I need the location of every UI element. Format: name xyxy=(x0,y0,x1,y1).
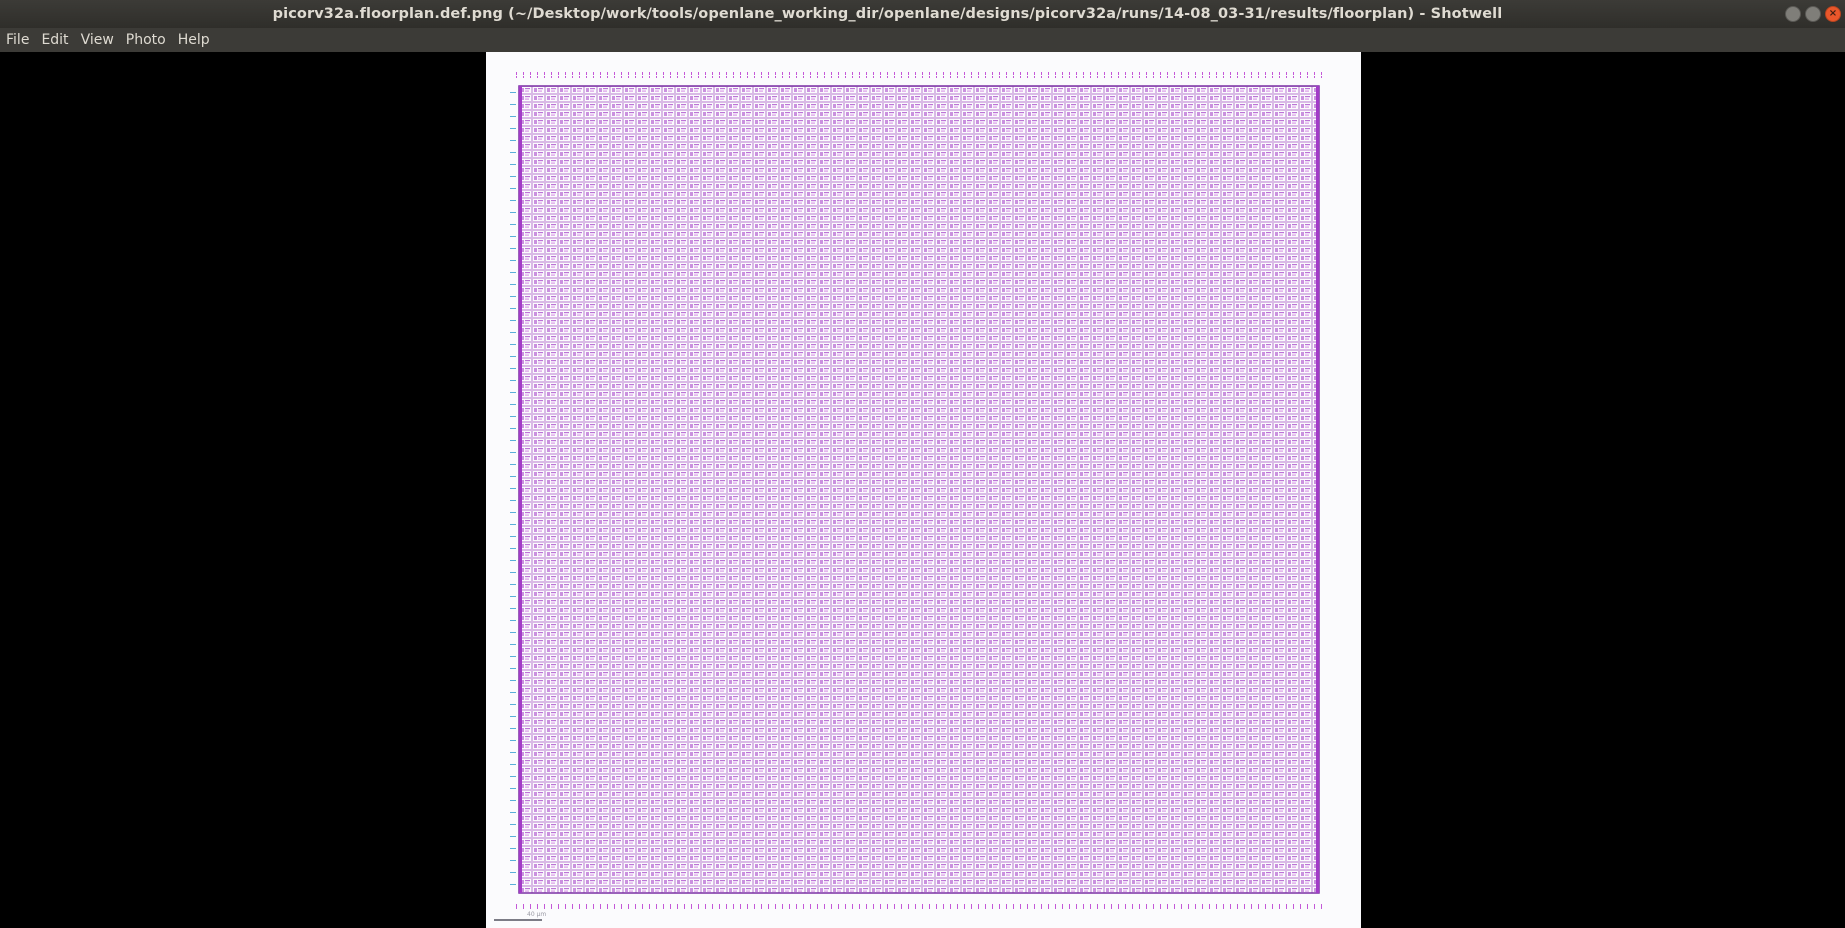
left-pin-tick xyxy=(510,404,516,405)
left-pin-tick xyxy=(510,800,516,801)
left-pin-tick xyxy=(510,836,516,837)
menu-help[interactable]: Help xyxy=(177,32,210,48)
left-pin-tick xyxy=(510,428,516,429)
menu-view[interactable]: View xyxy=(80,32,114,48)
left-pin-tick xyxy=(510,308,516,309)
left-pin-tick xyxy=(510,464,516,465)
left-pin-tick xyxy=(510,260,516,261)
left-pin-tick xyxy=(510,608,516,609)
left-pin-tick xyxy=(510,320,516,321)
left-pin-tick xyxy=(510,92,516,93)
left-pin-tick xyxy=(510,704,516,705)
left-pin-tick xyxy=(510,536,516,537)
floorplan-image[interactable]: 40 µm xyxy=(486,52,1361,928)
title-bar[interactable]: picorv32a.floorplan.def.png (~/Desktop/w… xyxy=(0,0,1845,28)
left-pin-tick xyxy=(510,440,516,441)
left-pin-tick xyxy=(510,224,516,225)
left-pin-tick xyxy=(510,644,516,645)
left-pin-tick xyxy=(510,356,516,357)
left-pin-tick xyxy=(510,572,516,573)
left-pin-tick xyxy=(510,620,516,621)
right-power-strap xyxy=(1316,86,1319,893)
left-pin-tick xyxy=(510,116,516,117)
core-area xyxy=(519,86,1319,893)
left-pin-tick xyxy=(510,500,516,501)
left-pin-tick xyxy=(510,236,516,237)
left-pin-tick xyxy=(510,560,516,561)
left-pin-tick xyxy=(510,764,516,765)
left-pin-tick xyxy=(510,848,516,849)
left-pin-tick xyxy=(510,548,516,549)
bottom-pin-row xyxy=(514,903,1324,909)
left-pin-tick xyxy=(510,344,516,345)
left-pin-tick xyxy=(510,752,516,753)
maximize-icon[interactable] xyxy=(1805,6,1821,22)
left-pin-tick xyxy=(510,680,516,681)
left-pin-tick xyxy=(510,152,516,153)
left-pin-tick xyxy=(510,812,516,813)
minimize-icon[interactable] xyxy=(1785,6,1801,22)
left-pin-tick xyxy=(510,416,516,417)
left-pin-tick xyxy=(510,200,516,201)
left-pin-tick xyxy=(510,884,516,885)
left-pin-tick xyxy=(510,824,516,825)
window-controls: × xyxy=(1785,6,1841,22)
left-pin-tick xyxy=(510,164,516,165)
close-icon[interactable]: × xyxy=(1825,6,1841,22)
left-pin-tick xyxy=(510,656,516,657)
left-pin-tick xyxy=(510,692,516,693)
left-pin-tick xyxy=(510,788,516,789)
left-pin-tick xyxy=(510,716,516,717)
left-pin-tick xyxy=(510,776,516,777)
left-pin-tick xyxy=(510,332,516,333)
left-pin-tick xyxy=(510,860,516,861)
left-pin-tick xyxy=(510,596,516,597)
left-pin-tick xyxy=(510,296,516,297)
left-pin-tick xyxy=(510,632,516,633)
left-pin-tick xyxy=(510,140,516,141)
left-power-strap xyxy=(519,86,522,893)
left-pin-tick xyxy=(510,740,516,741)
top-pin-row xyxy=(514,72,1324,78)
menu-edit[interactable]: Edit xyxy=(41,32,69,48)
left-pin-tick xyxy=(510,668,516,669)
left-pin-tick xyxy=(510,392,516,393)
left-pin-tick xyxy=(510,380,516,381)
window-title: picorv32a.floorplan.def.png (~/Desktop/w… xyxy=(272,6,1503,22)
menu-photo[interactable]: Photo xyxy=(125,32,166,48)
left-pin-tick xyxy=(510,512,516,513)
left-pin-tick xyxy=(510,872,516,873)
left-pin-tick xyxy=(510,488,516,489)
left-pin-tick xyxy=(510,368,516,369)
left-pin-tick xyxy=(510,212,516,213)
left-pin-tick xyxy=(510,188,516,189)
left-pin-tick xyxy=(510,524,516,525)
left-pin-tick xyxy=(510,452,516,453)
photo-viewer[interactable]: 40 µm xyxy=(0,52,1845,928)
scale-bar xyxy=(494,919,542,921)
menu-file[interactable]: File xyxy=(6,32,30,48)
floorplan-layout xyxy=(494,72,1324,921)
left-pin-tick xyxy=(510,176,516,177)
left-pin-tick xyxy=(510,728,516,729)
left-pin-tick xyxy=(510,584,516,585)
left-pin-tick xyxy=(510,272,516,273)
menu-bar: File Edit View Photo Help xyxy=(0,28,1845,52)
left-pin-tick xyxy=(510,104,516,105)
left-pin-tick xyxy=(510,128,516,129)
scale-label: 40 µm xyxy=(527,911,547,918)
left-pin-tick xyxy=(510,248,516,249)
left-pin-tick xyxy=(510,476,516,477)
left-pin-column xyxy=(510,92,516,885)
left-pin-tick xyxy=(510,284,516,285)
